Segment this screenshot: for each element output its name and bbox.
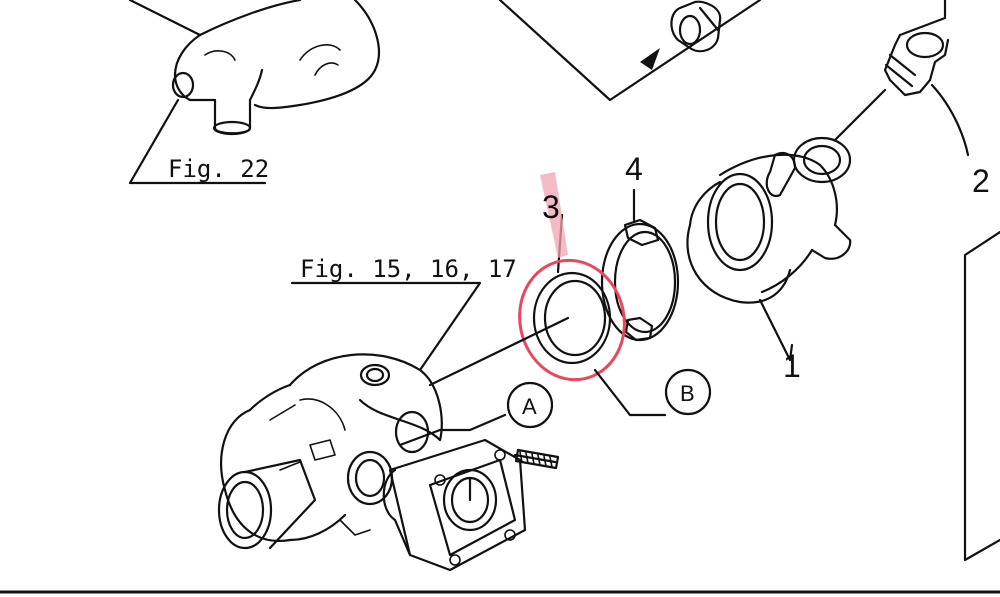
arrow-head-icon — [640, 48, 660, 70]
mounting-flange — [382, 438, 527, 572]
gasket-part-3: 3 — [518, 172, 626, 382]
a-reference: A — [398, 381, 554, 447]
fig15-callout: Fig. 15, 16, 17 — [290, 255, 517, 372]
fig22-callout: Fig. 22 — [128, 98, 269, 185]
fig15-label: Fig. 15, 16, 17 — [300, 255, 517, 283]
highlight-marker-stroke — [540, 172, 568, 258]
housing-part-1: 1 — [686, 136, 852, 384]
b-label: B — [680, 381, 695, 406]
a-circle — [506, 381, 554, 429]
elbow-pipe-drawing — [128, 0, 380, 136]
part-number-1: 1 — [783, 348, 801, 384]
top-hose-connector — [498, 0, 762, 102]
fitting-part-2: 2 — [833, 0, 990, 199]
fig22-label: Fig. 22 — [168, 155, 269, 183]
b-reference: B — [428, 316, 712, 417]
part-number-2: 2 — [972, 163, 990, 199]
turbocharger-drawing — [217, 353, 443, 550]
part-number-3: 3 — [542, 189, 560, 225]
b-circle — [664, 368, 712, 416]
right-edge-frame — [963, 230, 1000, 562]
a-label: A — [522, 394, 537, 419]
part-number-4: 4 — [625, 151, 643, 187]
stud-bolt — [513, 448, 560, 470]
clamp-part-4: 4 — [600, 151, 680, 342]
highlight-circle — [518, 258, 626, 382]
